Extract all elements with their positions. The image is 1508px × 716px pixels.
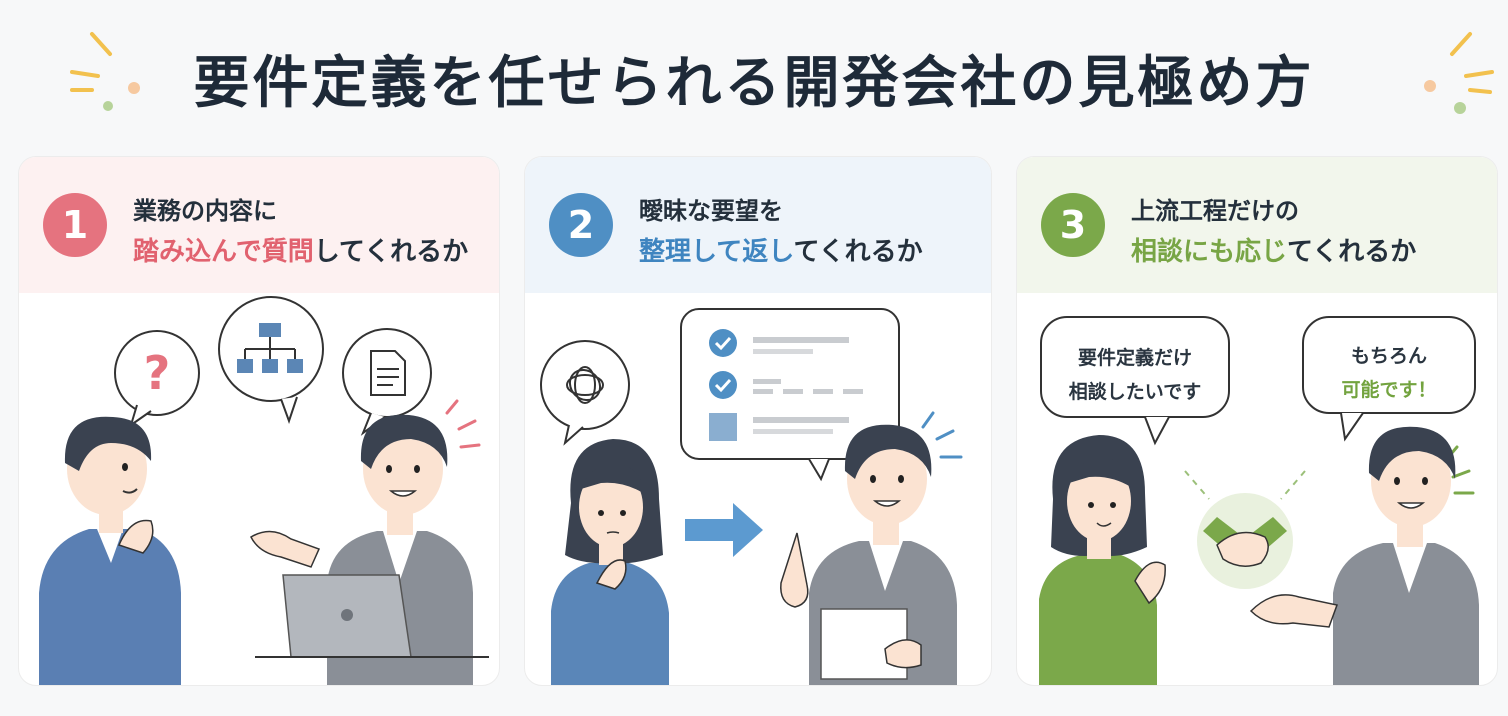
svg-text:?: ?: [144, 346, 171, 400]
heading-highlight: 踏み込んで質問: [133, 237, 314, 267]
consultant-person: [250, 414, 489, 685]
card-3: 3 上流工程だけの 相談にも応じてくれるか: [1016, 156, 1498, 686]
tangled-thoughts-icon: [540, 340, 630, 446]
card-header: 2 曖昧な要望を 整理して返してくれるか: [525, 157, 991, 293]
card-heading-line2: 整理して返してくれるか: [639, 231, 923, 268]
heading-rest: てくれるか: [793, 237, 923, 267]
card-header: 1 業務の内容に 踏み込んで質問してくれるか: [19, 157, 499, 293]
client-woman: [1039, 435, 1166, 685]
bubble-left-line2: 相談したいです: [1068, 381, 1202, 403]
step-number-badge: 1: [43, 193, 107, 257]
heading-highlight: 整理して返し: [639, 237, 794, 267]
step-number-badge: 2: [549, 193, 613, 257]
bubble-left-line1: 要件定義だけ: [1077, 347, 1192, 369]
card-heading-line1: 上流工程だけの: [1131, 197, 1299, 225]
page-title: 要件定義を任せられる開発会社の見極め方: [193, 51, 1315, 116]
card-1: 1 業務の内容に 踏み込んで質問してくれるか ?: [18, 156, 500, 686]
question-icon: ?: [114, 330, 200, 428]
illustration-organize-requests: [540, 308, 963, 685]
card-heading-line2: 踏み込んで質問してくれるか: [133, 231, 468, 268]
step-number-badge: 3: [1041, 193, 1105, 257]
checklist-icon: [680, 308, 900, 482]
sparkle-left-icon: [70, 32, 140, 111]
speech-bubble-left-text: 要件定義だけ 相談したいです: [1041, 341, 1229, 409]
illustration-client-questions: ?: [39, 296, 489, 685]
card-heading-line1: 曖昧な要望を: [639, 197, 783, 225]
bubble-right-line2: 可能です！: [1341, 379, 1437, 401]
speech-bubble-left: [1040, 316, 1230, 446]
card-2: 2 曖昧な要望を 整理して返してくれるか: [524, 156, 992, 686]
org-chart-icon: [218, 296, 324, 425]
sparkle-right-icon: [1424, 32, 1494, 114]
speech-bubble-right: [1302, 316, 1476, 442]
client-person: [39, 416, 181, 685]
card-heading-line1: 業務の内容に: [133, 197, 277, 225]
card-header: 3 上流工程だけの 相談にも応じてくれるか: [1017, 157, 1497, 293]
heading-rest: してくれるか: [313, 237, 469, 267]
heading-rest: てくれるか: [1287, 237, 1417, 267]
card-heading-line2: 相談にも応じてくれるか: [1131, 231, 1416, 268]
bubble-right-line1: もちろん: [1350, 345, 1427, 367]
consultant-person: [780, 424, 957, 685]
handshake-icon: [1197, 493, 1293, 589]
heading-highlight: 相談にも応じ: [1131, 237, 1288, 267]
client-woman: [551, 439, 669, 685]
arrow-right-icon: [685, 503, 763, 557]
consultant-person: [1249, 426, 1479, 685]
speech-bubble-right-text: もちろん 可能です！: [1303, 339, 1475, 407]
illustration-consultation: [1039, 316, 1479, 685]
